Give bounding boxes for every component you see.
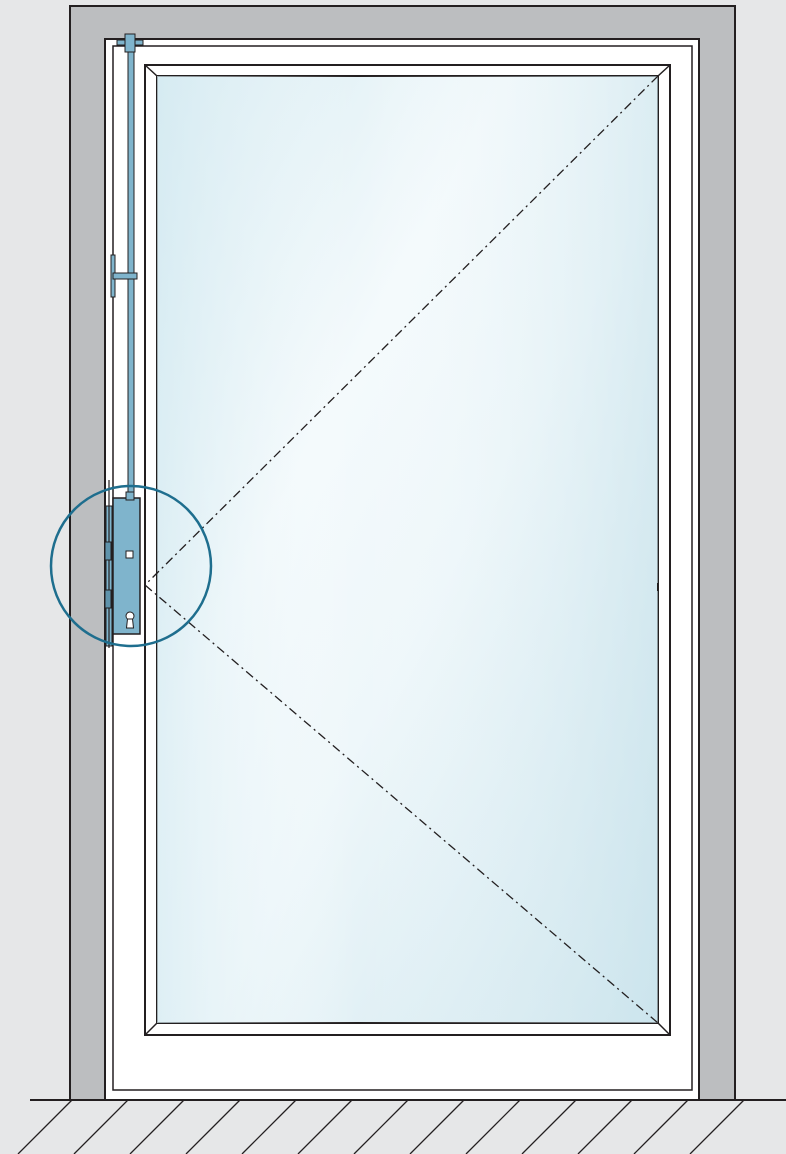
detail-circle bbox=[49, 484, 213, 648]
glass-panel bbox=[144, 64, 671, 1036]
floor-hatching bbox=[17, 1099, 786, 1154]
hinge-side-indication-dashed bbox=[144, 75, 659, 1024]
multipoint-lock-case bbox=[104, 480, 141, 648]
